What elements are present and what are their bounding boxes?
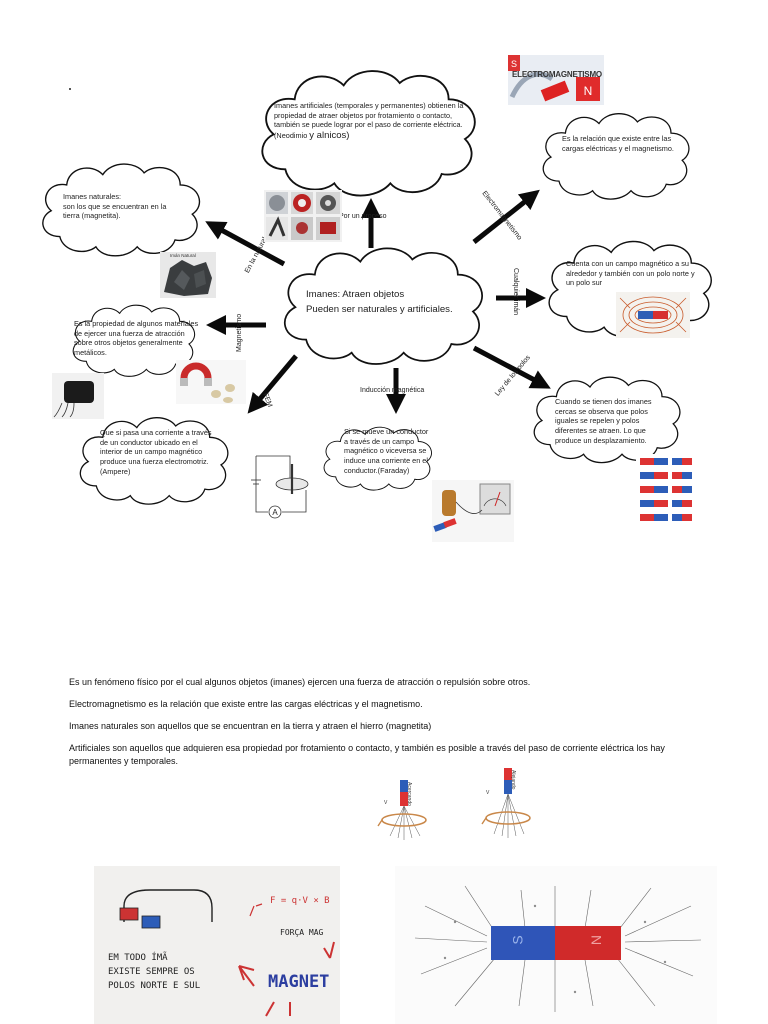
induccion-text: Si se mueve un conductor a través de un … (344, 427, 430, 475)
center-text: Imanes: Atraen objetos Pueden ser natura… (306, 287, 476, 318)
whiteboard-note: EM TODO ÍMÃ EXISTE SEMPRE OS POLOS NORTE… (108, 952, 200, 994)
magnetite-image: Imán Natural (160, 252, 216, 298)
banner-title: ELECTROMAGNETISMO (512, 70, 602, 79)
electromagnetismo-banner-image: N S ELECTROMAGNETISMO (508, 55, 604, 105)
artificiales-text: Imanes artificiales (temporales y perman… (274, 101, 464, 142)
label-magnetismo: Magnetismo (236, 314, 243, 352)
whiteboard-magnet-word: MAGNET (268, 972, 329, 992)
magnetite-caption: Imán Natural (170, 253, 196, 258)
label-cualquier-iman: Cualquier imán (512, 268, 519, 315)
induccion-image (432, 480, 514, 542)
paragraph-2: Electromagnetismo es la relación que exi… (69, 698, 709, 711)
v-label-right: V (486, 790, 490, 796)
magnetismo-text: Es la propiedad de algunos materiales de… (74, 319, 200, 358)
acercando-label: Acercando (406, 782, 412, 806)
whiteboard-forca: FORÇA MAG (280, 928, 323, 937)
label-induccion: Inducción magnética (360, 387, 424, 394)
v-label-left: V (384, 800, 388, 806)
pole-magnets-image (636, 454, 696, 524)
alejando-label: Alejando (510, 770, 516, 789)
whiteboard-photo: F = q·V × B FORÇA MAG EM TODO ÍMÃ EXISTE… (94, 866, 340, 1024)
ley-polos-text: Cuando se tienen dos imanes cercas se ob… (555, 397, 667, 445)
whiteboard-formula: F = q·V × B (270, 896, 330, 906)
induction-diagram-acercando: V Acercando (374, 774, 446, 844)
electromagnetismo-text: Es la relación que existe entre las carg… (562, 134, 674, 153)
bar-magnet-iron-filings-photo: S N (395, 866, 717, 1024)
svg-text:N: N (584, 84, 593, 98)
artificial-magnets-image (264, 190, 342, 242)
bar-magnet-n: N (588, 935, 604, 945)
magnetic-field-image (616, 292, 690, 338)
horseshoe-magnet-image (176, 360, 246, 404)
induction-diagram-alejando: V Alejando (478, 764, 550, 844)
paragraph-1: Es un fenómeno físico por el cual alguno… (69, 676, 709, 689)
black-magnet-image (52, 373, 104, 419)
cualquier-iman-text: Cuenta con un campo magnético a su alred… (566, 259, 704, 288)
arrow-downleft (254, 356, 296, 406)
svg-text:S: S (511, 59, 517, 69)
bar-magnet-s: S (510, 935, 526, 944)
fem-circuit-image: A (246, 450, 318, 522)
fem-text: Que si pasa una corriente a través de un… (100, 428, 218, 476)
paragraph-3: Imanes naturales son aquellos que se enc… (69, 720, 709, 733)
ammeter-label: A (272, 508, 278, 517)
naturales-text: Imanes naturales: son los que se encuent… (63, 192, 181, 221)
label-por-un-proceso: Por un proceso (339, 213, 386, 220)
paragraph-4: Artificiales son aquellos que adquieren … (69, 742, 699, 768)
